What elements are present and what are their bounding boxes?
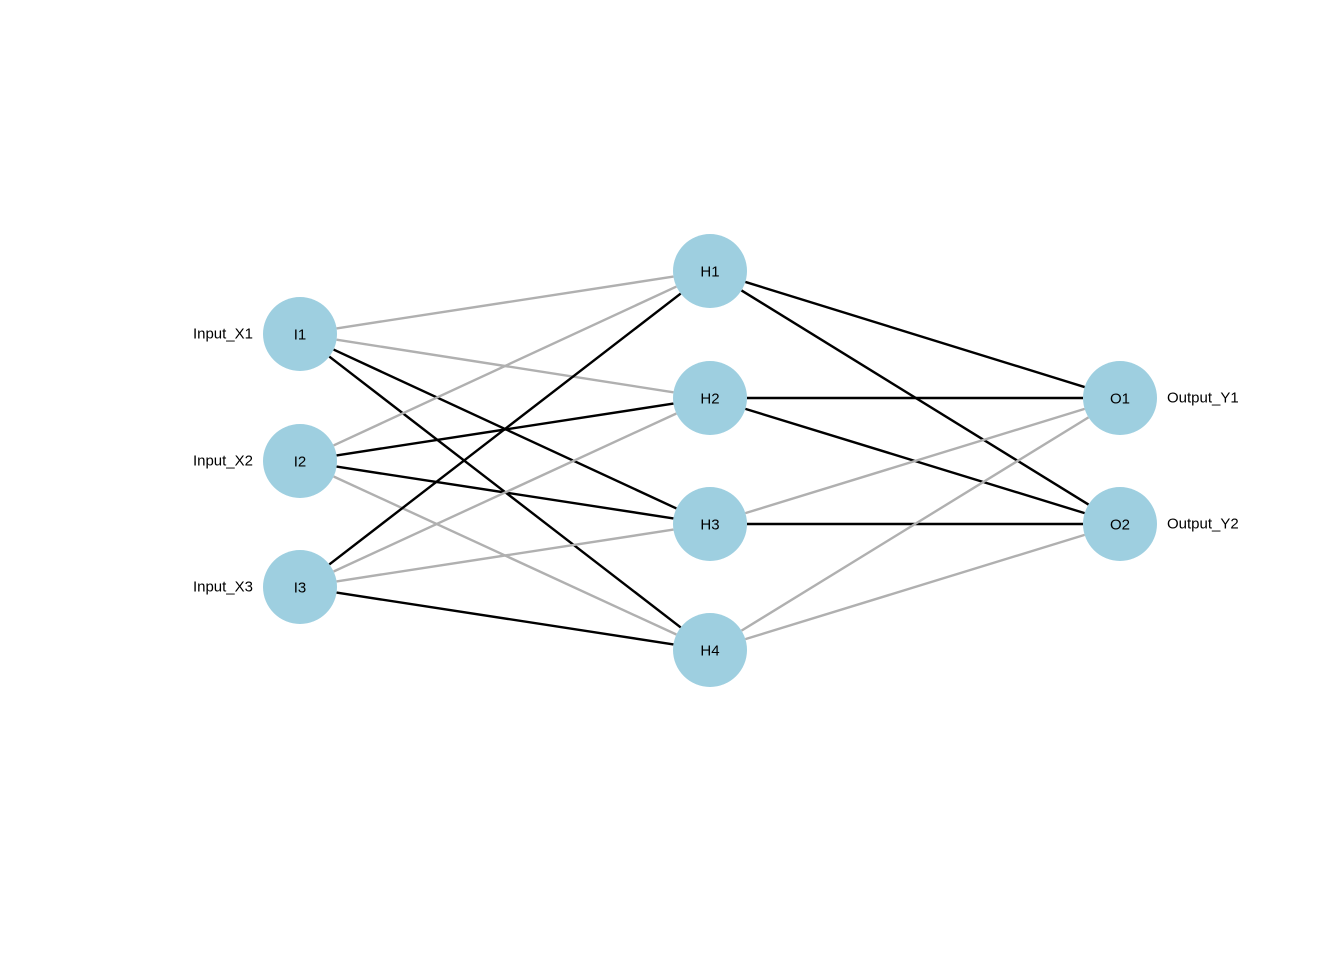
node-h4: H4: [673, 613, 747, 687]
node-h2: H2: [673, 361, 747, 435]
edge-h4-o2: [745, 533, 1085, 641]
edges-layer: [328, 275, 1090, 646]
node-label: I2: [294, 454, 307, 471]
node-o1: O1 Output_Y1: [1083, 361, 1239, 435]
input-variable-label: Input_X2: [193, 453, 253, 470]
edge-h1-o1: [744, 280, 1086, 389]
edge-i2-h1: [333, 285, 677, 447]
node-h1: H1: [673, 234, 747, 308]
output-variable-label: Output_Y2: [1167, 516, 1239, 533]
input-variable-label: Input_X1: [193, 326, 253, 343]
node-circle: [1083, 487, 1157, 561]
edge-i3-h3: [336, 528, 674, 583]
node-label: O1: [1110, 391, 1130, 408]
node-i2: I2 Input_X2: [193, 424, 337, 498]
node-circle: [263, 424, 337, 498]
node-i3: I3 Input_X3: [193, 550, 337, 624]
node-label: H2: [700, 391, 719, 408]
node-circle: [263, 550, 337, 624]
node-h3: H3: [673, 487, 747, 561]
edge-i1-h1: [336, 275, 674, 330]
edge-i3-h4: [336, 591, 674, 646]
node-o2: O2 Output_Y2: [1083, 487, 1239, 561]
edge-h3-o1: [745, 407, 1085, 515]
input-variable-label: Input_X3: [193, 579, 253, 596]
edge-h4-o1: [740, 416, 1090, 632]
node-circle: [673, 361, 747, 435]
node-label: H3: [700, 517, 719, 534]
node-circle: [673, 613, 747, 687]
node-circle: [673, 234, 747, 308]
node-label: I3: [294, 580, 307, 597]
output-variable-label: Output_Y1: [1167, 390, 1239, 407]
node-circle: [673, 487, 747, 561]
node-circle: [1083, 361, 1157, 435]
edge-i3-h2: [333, 412, 677, 573]
node-circle: [263, 297, 337, 371]
node-label: H1: [700, 264, 719, 281]
node-label: H4: [700, 643, 719, 660]
node-label: I1: [294, 327, 307, 344]
node-label: O2: [1110, 517, 1130, 534]
edge-i3-h1: [328, 292, 682, 566]
node-i1: I1 Input_X1: [193, 297, 337, 371]
